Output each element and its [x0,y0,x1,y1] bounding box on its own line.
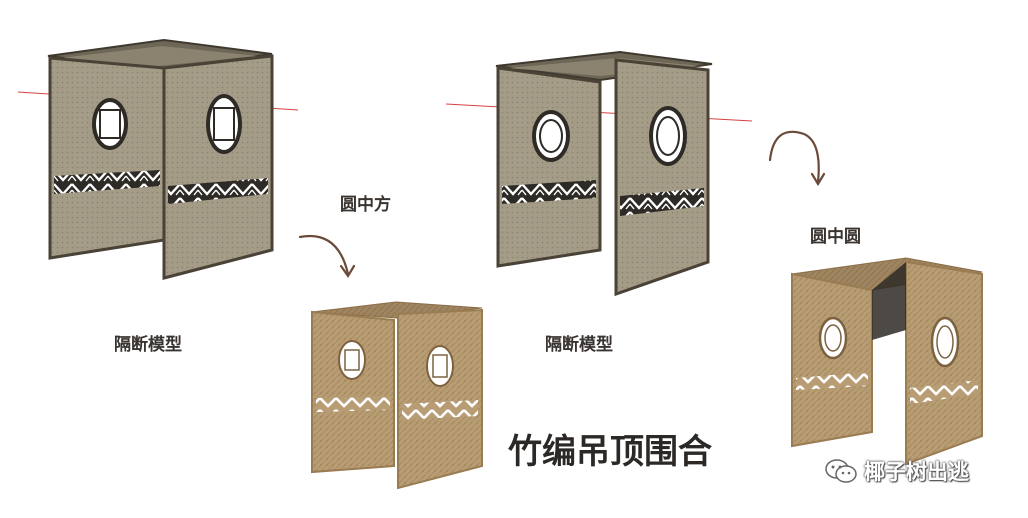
zigzag-band [402,400,478,420]
zigzag-band [796,372,868,390]
right-panel [614,58,710,297]
circle-window [426,345,454,387]
left-panel [48,56,166,260]
caption-partition-model-left: 隔断模型 [114,335,182,355]
zigzag-band [54,170,160,194]
wechat-icon [825,459,857,483]
zigzag-band [316,396,390,412]
main-title: 竹编吊顶围合 [508,432,712,472]
left-panel [791,272,873,448]
zigzag-band [168,178,268,204]
circle-window [818,316,848,360]
left-panel [311,310,395,474]
right-panel [162,54,274,280]
circle-window [338,340,366,380]
circle-window [532,110,570,162]
partition-model-square-grey [17,38,299,280]
roof-cap [311,301,483,319]
circle-window [92,98,128,150]
partition-model-circle-grey [445,50,753,297]
circle-window [930,316,960,368]
curved-arrow-icon [768,130,826,187]
zigzag-band [910,380,978,404]
caption-square-in-circle: 圆中方 [340,195,391,215]
watermark-text: 椰子树出逃 [864,460,969,484]
bamboo-enclosure-circle [791,257,983,466]
bamboo-enclosure-square [311,301,483,490]
zigzag-band [620,188,704,216]
circle-window [649,106,687,166]
circle-window [206,94,242,154]
caption-circle-in-circle: 圆中圆 [810,227,861,247]
caption-partition-model-right: 隔断模型 [545,335,613,355]
left-panel [496,66,602,268]
watermark: 椰子树出逃 [824,456,969,486]
right-panel [397,308,483,490]
curved-arrow-icon [298,234,356,279]
zigzag-band [502,180,596,204]
